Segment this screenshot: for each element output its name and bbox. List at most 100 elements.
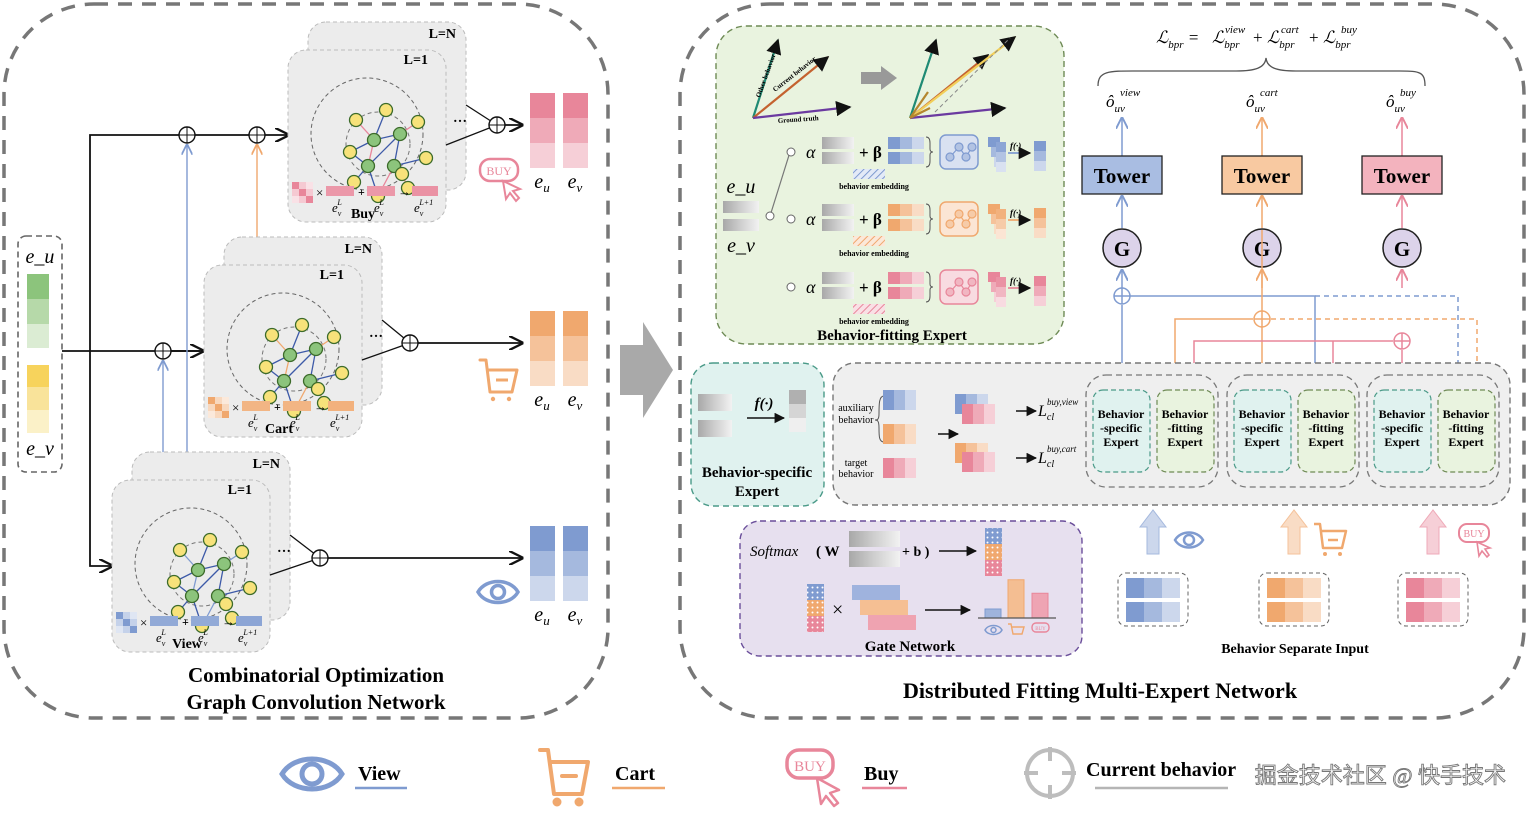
fitting-input-user-emb bbox=[723, 201, 759, 213]
output-emb-cell bbox=[530, 526, 555, 551]
layer-ellipsis: … bbox=[369, 326, 383, 341]
fitting-emb-behavior bbox=[888, 287, 900, 299]
sum-node-icon bbox=[311, 549, 329, 567]
output-emb-cell bbox=[530, 93, 555, 118]
graph-item-node bbox=[334, 365, 350, 381]
fitting-brace bbox=[925, 136, 934, 168]
loss-term-cart: ℒbpr bbox=[1267, 28, 1295, 51]
aux-behavior-label-2: behavior bbox=[839, 415, 875, 426]
graph-module-icon bbox=[939, 201, 979, 237]
fitting-out-stack bbox=[996, 229, 1006, 239]
adjacency-cell bbox=[299, 196, 306, 203]
gate-weight-view bbox=[985, 528, 1002, 544]
gate-expert-out-cart bbox=[860, 600, 908, 615]
legend-label-current: Current behavior bbox=[1086, 759, 1236, 781]
graph-inner-hop bbox=[345, 111, 411, 177]
cl-loss-view: Lcl bbox=[1037, 403, 1054, 423]
adjacency-cell bbox=[299, 189, 306, 196]
adjacency-cell bbox=[116, 612, 123, 619]
item-emb-cell bbox=[27, 410, 49, 433]
beta-symbol: + β bbox=[859, 210, 882, 229]
formula-plus: + bbox=[274, 400, 281, 414]
graph-user-node bbox=[184, 588, 200, 604]
fitting-expert-label: -fitting bbox=[1167, 421, 1202, 435]
fitting-expert-label: -fitting bbox=[1308, 421, 1343, 435]
separate-input-cell bbox=[1267, 578, 1285, 598]
separate-input-cell bbox=[1424, 602, 1442, 622]
formula-term-1: evL bbox=[156, 628, 166, 648]
fitting-result-cell bbox=[1034, 276, 1046, 286]
loss-term-cart-sup: cart bbox=[1281, 24, 1300, 36]
behavior-separate-input: BUY bbox=[1117, 509, 1493, 627]
graph-item-node bbox=[326, 329, 342, 345]
formula-emb-bar bbox=[283, 401, 311, 411]
fitting-out-stack bbox=[996, 162, 1006, 172]
cart-icon bbox=[538, 748, 590, 807]
fitting-result-cell bbox=[1034, 208, 1046, 218]
adjacency-cell bbox=[123, 612, 130, 619]
fitting-emb-behavior bbox=[912, 152, 924, 164]
adjacency-cell bbox=[306, 189, 313, 196]
sum-node-icon bbox=[178, 126, 196, 144]
gcn-layer-label-front: L=1 bbox=[228, 483, 252, 498]
adjacency-cell bbox=[292, 189, 299, 196]
adjacency-cell bbox=[130, 619, 137, 626]
fitting-emb-behavior bbox=[912, 137, 924, 149]
separate-input-cell bbox=[1442, 578, 1460, 598]
adjacency-cell bbox=[222, 397, 229, 404]
buy-click-icon: BUY bbox=[478, 157, 523, 203]
specific-expert-label: -specific bbox=[1100, 421, 1143, 435]
adjacency-cell bbox=[215, 404, 222, 411]
specific-expert-label: Behavior bbox=[1379, 407, 1426, 421]
formula-arrow: → bbox=[222, 614, 235, 629]
svg-text:BUY: BUY bbox=[486, 164, 512, 178]
layer-ellipsis: … bbox=[277, 541, 291, 556]
specific-expert-label: Expert bbox=[1384, 435, 1419, 449]
adjacency-cell bbox=[299, 182, 306, 189]
output-emb-cell bbox=[563, 336, 588, 361]
adjacency-cell bbox=[123, 626, 130, 633]
pair-buy-emb bbox=[973, 404, 984, 424]
fitting-out-stack bbox=[996, 287, 1006, 297]
graph-user-node bbox=[360, 158, 376, 174]
eye-icon bbox=[984, 624, 1003, 636]
expert-group-frame bbox=[1226, 374, 1360, 488]
behavior-embedding-hatch bbox=[853, 169, 885, 179]
fitting-emb-behavior bbox=[888, 272, 900, 284]
fitting-emb-gray bbox=[822, 272, 854, 284]
formula-times: × bbox=[316, 185, 323, 200]
beta-symbol: + β bbox=[859, 278, 882, 297]
behavior-fitting-expert bbox=[1437, 389, 1496, 473]
formula-arrow: → bbox=[314, 399, 327, 414]
tower-box bbox=[1361, 155, 1443, 195]
output-emb-cell bbox=[563, 551, 588, 576]
cl-loss-cart-sup: buy,cart bbox=[1047, 444, 1077, 454]
left-panel-border bbox=[2, 2, 610, 720]
fitting-expert-label: -fitting bbox=[1448, 421, 1483, 435]
fitting-emb-gray bbox=[822, 137, 854, 149]
graph-module-icon bbox=[939, 269, 979, 305]
formula-emb-bar bbox=[236, 616, 262, 626]
graph-item-node bbox=[258, 359, 274, 375]
aux-behavior-label-1: auxiliary bbox=[838, 403, 874, 414]
fitting-emb-behavior bbox=[900, 219, 912, 231]
right-panel-title: Distributed Fitting Multi-Expert Network bbox=[903, 678, 1298, 703]
svg-text:BUY: BUY bbox=[794, 759, 826, 775]
separate-input-view bbox=[1117, 509, 1205, 627]
output-emb-cell bbox=[563, 118, 588, 143]
graph-item-node bbox=[242, 580, 258, 596]
output-emb-label: ev bbox=[568, 389, 583, 413]
graph-item-node bbox=[410, 114, 426, 130]
fitting-result-cell bbox=[1034, 228, 1046, 238]
gate-weight-cart bbox=[985, 544, 1002, 560]
eye-icon bbox=[279, 756, 345, 792]
fitting-input-user-label: e_u bbox=[727, 176, 756, 198]
separate-input-cell bbox=[1144, 578, 1162, 598]
adjacency-cell bbox=[222, 404, 229, 411]
right-panel: Other behavior Current behavior Ground t… bbox=[678, 2, 1526, 720]
gate-w-label: ( W bbox=[816, 544, 839, 560]
